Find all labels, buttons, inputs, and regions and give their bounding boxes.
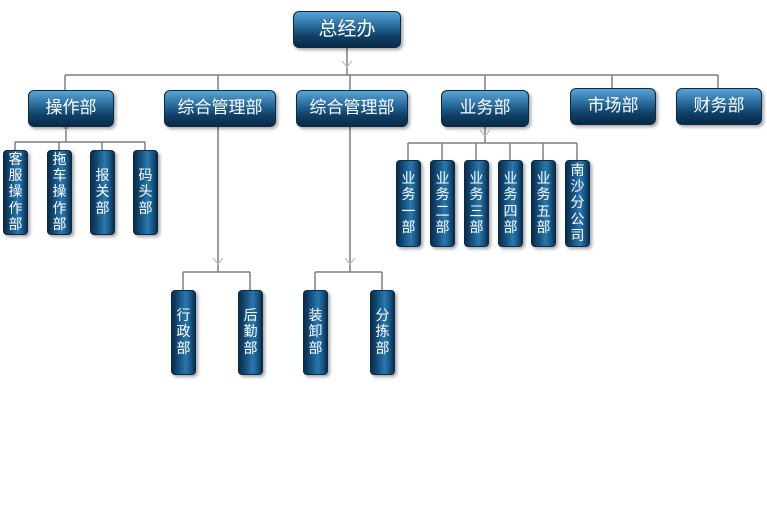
node-customs: 报关部 — [90, 150, 115, 235]
node-administration: 行政部 — [171, 290, 196, 375]
node-label: 业务二部 — [435, 171, 450, 236]
node-loading: 装卸部 — [303, 290, 328, 375]
node-label: 业务五部 — [536, 171, 551, 236]
node-label: 客服操作部 — [8, 152, 23, 233]
node-label: 后勤部 — [243, 308, 258, 357]
node-admin-b: 综合管理部 — [296, 90, 408, 127]
node-marketing: 市场部 — [570, 88, 656, 125]
node-label: 拖车操作部 — [52, 152, 67, 233]
node-label: 行政部 — [176, 308, 191, 357]
node-label: 综合管理部 — [309, 97, 395, 118]
node-label: 码头部 — [138, 168, 153, 217]
node-label: 财务部 — [693, 95, 745, 116]
node-business-3: 业务三部 — [464, 160, 489, 247]
node-customer-service-ops: 客服操作部 — [3, 150, 28, 235]
node-admin-a: 综合管理部 — [164, 90, 276, 127]
node-business-2: 业务二部 — [430, 160, 455, 247]
node-business-4: 业务四部 — [498, 160, 523, 247]
node-label: 业务四部 — [503, 171, 518, 236]
node-root: 总经办 — [293, 11, 401, 48]
node-label: 业务一部 — [401, 171, 416, 236]
node-label: 市场部 — [587, 95, 639, 116]
node-trucking-ops: 拖车操作部 — [47, 150, 72, 235]
node-label: 业务三部 — [469, 171, 484, 236]
node-finance: 财务部 — [676, 88, 762, 125]
node-terminal: 码头部 — [133, 150, 158, 235]
node-label: 分拣部 — [375, 308, 390, 357]
node-sorting: 分拣部 — [370, 290, 395, 375]
node-label: 业务部 — [459, 97, 511, 118]
node-label: 报关部 — [95, 168, 110, 217]
node-business: 业务部 — [441, 90, 529, 127]
node-business-5: 业务五部 — [531, 160, 556, 247]
node-label: 综合管理部 — [177, 97, 263, 118]
node-operations: 操作部 — [28, 90, 114, 127]
node-label: 南沙分公司 — [570, 163, 585, 244]
node-label: 总经办 — [318, 17, 376, 40]
node-label: 装卸部 — [308, 308, 323, 357]
node-business-1: 业务一部 — [396, 160, 421, 247]
node-logistics: 后勤部 — [238, 290, 263, 375]
node-label: 操作部 — [45, 97, 97, 118]
node-nansha-branch: 南沙分公司 — [565, 160, 590, 247]
